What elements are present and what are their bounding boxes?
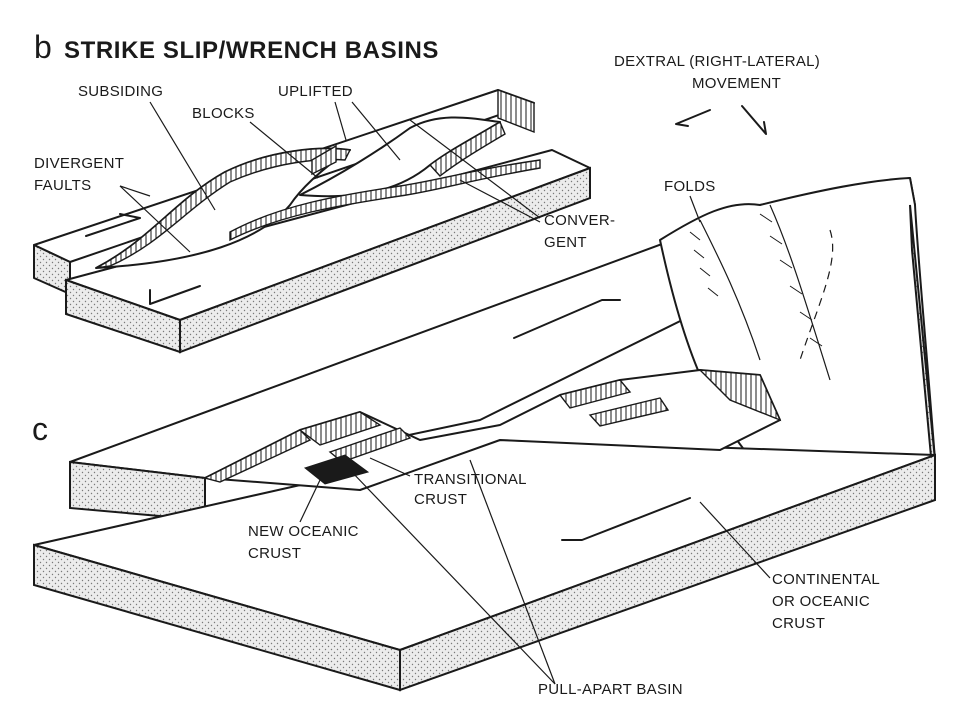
label-pull-apart-basin: PULL-APART BASIN [538, 681, 683, 698]
basin-step-1 [298, 411, 382, 446]
label-blocks: BLOCKS [192, 105, 255, 122]
label-new-oceanic-crust: CRUST [248, 545, 301, 562]
panel-b-block-diagram [33, 89, 591, 354]
label-or-oceanic: OR OCEANIC [772, 593, 870, 610]
label-gent: GENT [544, 234, 587, 251]
label-divergent: DIVERGENT [34, 155, 124, 172]
label-conver: CONVER- [544, 212, 615, 229]
new-oceanic-crust-patch [303, 454, 370, 485]
fold-hachures [689, 213, 823, 347]
panel-c-block-diagram [33, 105, 936, 692]
fold-axis-1 [699, 219, 761, 361]
arrow-dextral-right [741, 105, 767, 135]
panel-b-letter: b [34, 29, 52, 65]
label-continental: CONTINENTAL [772, 571, 880, 588]
arrow-back-block-movement [85, 213, 141, 237]
label-movement: MOVEMENT [692, 75, 781, 92]
front-block-long-side [179, 166, 591, 354]
fold-axis-hidden [799, 229, 834, 361]
arrow-upper-slab-movement [513, 299, 621, 339]
lower-fault-sliver [229, 159, 541, 242]
uplifted-block-wall [428, 120, 506, 177]
basin-wall-west [203, 429, 312, 483]
label-dextral: DEXTRAL (RIGHT-LATERAL) [614, 53, 820, 70]
label-folds: FOLDS [664, 178, 716, 195]
label-uplifted: UPLIFTED [278, 83, 353, 100]
panel-c-letter: c [32, 411, 48, 447]
panel-b-title: STRIKE SLIP/WRENCH BASINS [64, 37, 439, 64]
label-new-oceanic: NEW OCEANIC [248, 523, 359, 540]
fold-axis-2 [769, 204, 831, 381]
label-continental-crust: CRUST [772, 615, 825, 632]
label-transitional-crust: CRUST [414, 491, 467, 508]
basin-step-3 [558, 379, 632, 409]
label-faults: FAULTS [34, 177, 91, 194]
arrow-front-block-movement [149, 285, 201, 305]
arrow-dextral-left [675, 109, 711, 127]
basin-step-4 [588, 397, 670, 427]
lower-slab-long-side [399, 453, 936, 692]
label-subsiding: SUBSIDING [78, 83, 163, 100]
basin-wall-east [698, 369, 782, 422]
back-block-end [497, 89, 535, 134]
basin-fault-wall [95, 147, 352, 269]
arrow-lower-slab-movement [561, 497, 691, 541]
panel-b-leader-lines [119, 101, 541, 253]
panel-c-leader-lines [299, 195, 771, 685]
label-transitional: TRANSITIONAL [414, 471, 527, 488]
uplift-step [311, 144, 337, 176]
